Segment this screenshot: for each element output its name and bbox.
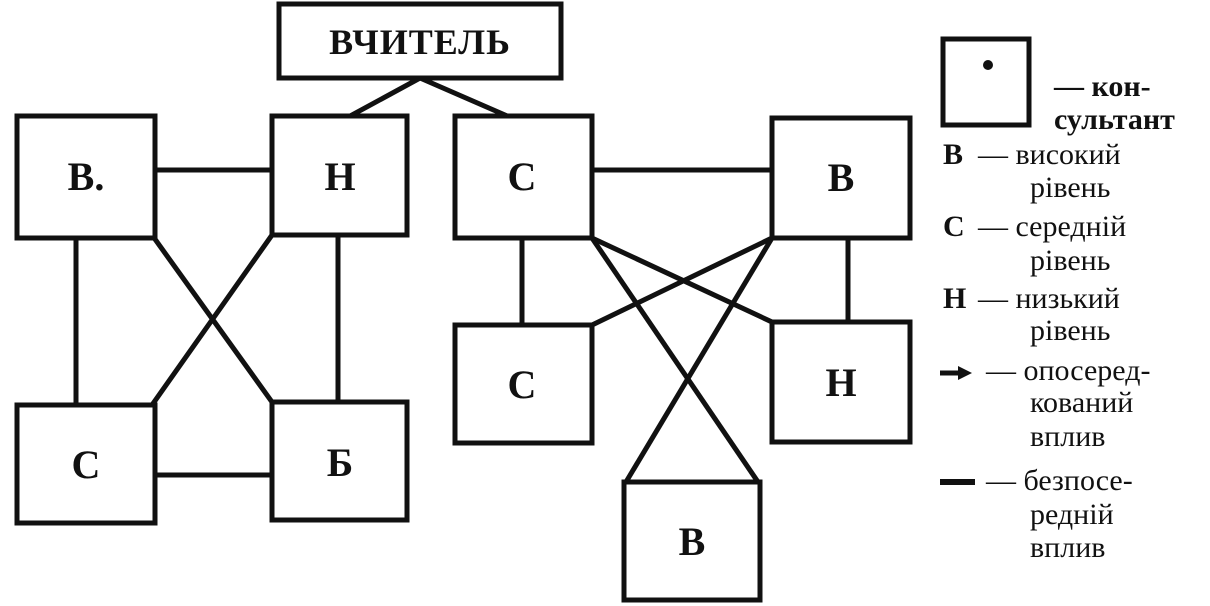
legend-indirect-line2: кований	[1030, 386, 1133, 419]
consultant-dot-icon	[983, 60, 993, 70]
legend-direct-line3: вплив	[1030, 531, 1105, 564]
legend-direct: — безпосе- редній вплив	[940, 464, 1133, 564]
edge-g1-diag-2	[148, 231, 276, 409]
node-g1-bl: С	[14, 402, 158, 526]
node-g2-tl: С	[452, 113, 595, 241]
legend-indirect-line3: вплив	[1030, 420, 1105, 453]
node-g2-tr-label: В	[828, 155, 855, 200]
node-g2-mr: Н	[769, 319, 913, 445]
node-g1-br-label: Б	[327, 440, 353, 485]
edge-teacher-g1tr	[348, 74, 424, 119]
node-g1-br: Б	[269, 399, 410, 523]
legend-high-key: В	[943, 138, 963, 171]
teacher-label: ВЧИТЕЛЬ	[329, 22, 511, 62]
edge-g2-tr-ml	[588, 234, 776, 329]
arrow-right-icon	[940, 366, 972, 380]
legend-consultant-line1: — кон-	[1053, 70, 1151, 103]
legend-indirect: — опосеред- кований вплив	[940, 354, 1150, 453]
node-g1-bl-label: С	[72, 442, 101, 487]
legend-consultant: — кон- сультант	[940, 36, 1175, 136]
edge-teacher-g2tl	[416, 74, 509, 119]
legend-high: В — високий рівень	[943, 138, 1121, 204]
legend-consultant-line2: сультант	[1054, 103, 1175, 136]
edge-g2-tr-bottom	[622, 234, 776, 486]
legend-mid-key: С	[943, 210, 965, 243]
legend-indirect-line1: — опосеред-	[985, 354, 1150, 387]
consultant-box-icon	[940, 36, 1032, 128]
legend-mid-line1: — середній	[977, 210, 1126, 243]
legend-direct-line1: — безпосе-	[985, 464, 1133, 497]
node-g2-tr: В	[769, 115, 913, 241]
node-g2-ml: С	[452, 322, 595, 446]
node-g1-tr-label: Н	[324, 154, 355, 199]
node-g2-tl-label: С	[508, 154, 537, 199]
node-g2-bottom: В	[621, 479, 763, 603]
teacher-node: ВЧИТЕЛЬ	[276, 1, 564, 81]
legend-low-line2: рівень	[1030, 314, 1110, 347]
legend: — кон- сультант В — високий рівень С — с…	[940, 36, 1175, 564]
legend-mid-line2: рівень	[1030, 244, 1110, 277]
legend-high-line1: — високий	[977, 138, 1121, 171]
legend-direct-line2: редній	[1030, 498, 1114, 531]
node-g2-ml-label: С	[508, 362, 537, 407]
edge-g2-tl-bottom	[588, 234, 762, 486]
legend-low-line1: — низький	[977, 282, 1120, 315]
node-g2-bottom-label: В	[679, 519, 706, 564]
legend-high-line2: рівень	[1030, 171, 1110, 204]
node-g1-tl: В.	[14, 113, 158, 241]
legend-low-key: Н	[943, 282, 966, 315]
legend-mid: С — середній рівень	[943, 210, 1126, 277]
node-g1-tr: Н	[269, 113, 410, 238]
node-g2-mr-label: Н	[825, 360, 856, 405]
node-g1-tl-label: В.	[68, 154, 105, 199]
edges	[73, 74, 851, 486]
legend-low: Н — низький рівень	[943, 282, 1120, 347]
